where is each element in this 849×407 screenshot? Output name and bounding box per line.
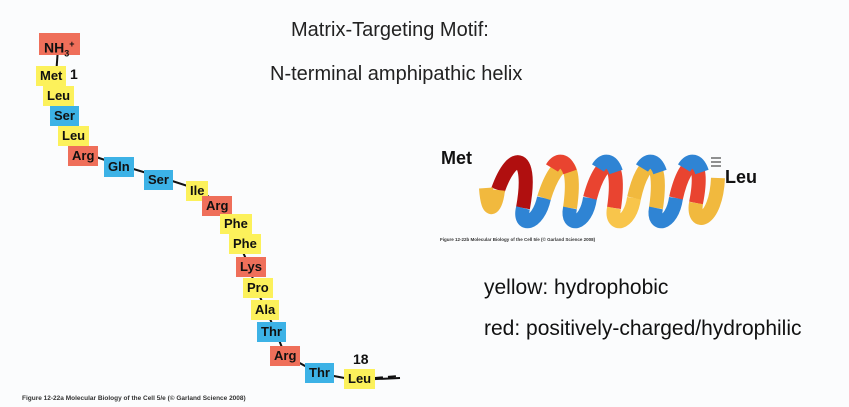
helix-label-met: Met <box>441 148 472 169</box>
legend-charged: red: positively-charged/hydrophilic <box>484 317 802 341</box>
residue-18: Leu <box>344 369 375 389</box>
residue-15: Thr <box>257 322 286 342</box>
residue-number-1: 1 <box>70 66 78 82</box>
residue-4: Leu <box>58 126 89 146</box>
triple-bond-icon <box>711 158 721 166</box>
residue-3: Ser <box>50 106 79 126</box>
figure-caption-left: Figure 12-22a Molecular Biology of the C… <box>22 395 246 402</box>
residue-13: Pro <box>243 278 273 298</box>
residue-17: Thr <box>305 363 334 383</box>
n-terminus-label: NH3+ <box>39 33 80 55</box>
residue-12: Lys <box>236 257 266 277</box>
figure-caption-right: Figure 12-22b Molecular Biology of the C… <box>440 237 595 242</box>
residue-1: Met <box>36 66 66 86</box>
residue-number-18: 18 <box>353 351 369 367</box>
residue-7: Ser <box>144 170 173 190</box>
residue-11: Phe <box>229 234 261 254</box>
legend-hydrophobic: yellow: hydrophobic <box>484 276 668 300</box>
residue-2: Leu <box>43 86 74 106</box>
residue-6: Gln <box>104 157 134 177</box>
residue-10: Phe <box>220 214 252 234</box>
residue-5: Arg <box>68 146 98 166</box>
residue-16: Arg <box>270 346 300 366</box>
residue-9: Arg <box>202 196 232 216</box>
helix-diagram <box>478 148 758 238</box>
residue-14: Ala <box>251 300 279 320</box>
